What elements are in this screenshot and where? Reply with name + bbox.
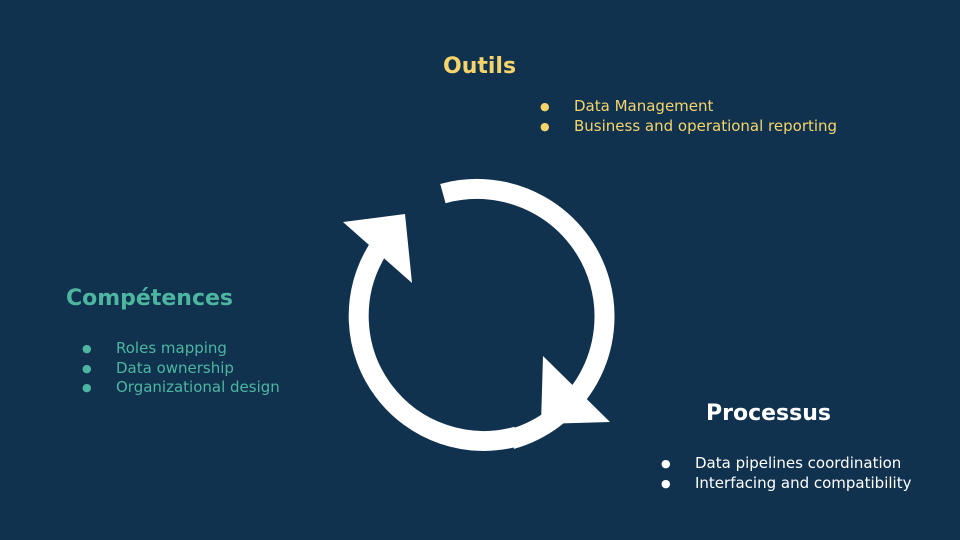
list-item: ● Organizational design [82,378,280,398]
list-item-label: Organizational design [116,378,280,396]
list-item-label: Data ownership [116,358,234,377]
list-item: ● Interfacing and compatibility [661,474,911,494]
outils-heading: Outils [443,54,517,79]
processus-list: ● Data pipelines coordination ● Interfac… [661,454,911,493]
list-item: ● Data pipelines coordination [661,454,911,474]
refresh-cycle-icon [343,178,615,451]
list-item: ● Business and operational reporting [540,117,837,137]
list-item: ● Data ownership [82,359,280,379]
processus-heading: Processus [706,401,831,426]
list-item-label: Data pipelines coordination [695,454,902,472]
list-item-label: Interfacing and compatibility [695,473,912,492]
bullet-icon: ● [82,381,92,394]
bullet-icon: ● [540,119,550,133]
list-item-label: Data Management [574,97,714,115]
list-item-label: Business and operational reporting [574,116,838,135]
list-item-label: Roles mapping [116,339,227,357]
bullet-icon: ● [82,342,92,355]
bullet-icon: ● [661,476,671,490]
competences-list: ● Roles mapping ● Data ownership ● Organ… [82,339,280,398]
cycle-arrowhead-top-left [343,214,412,283]
list-item: ● Data Management [540,97,837,117]
list-item: ● Roles mapping [82,339,280,359]
outils-list: ● Data Management ● Business and operati… [540,97,837,136]
bullet-icon: ● [82,361,92,375]
cycle-arrowhead-bottom-right [541,356,610,424]
bullet-icon: ● [540,100,550,113]
cycle-arc-bottom-left [348,244,520,451]
bullet-icon: ● [661,457,671,470]
competences-heading: Compétences [66,286,234,311]
